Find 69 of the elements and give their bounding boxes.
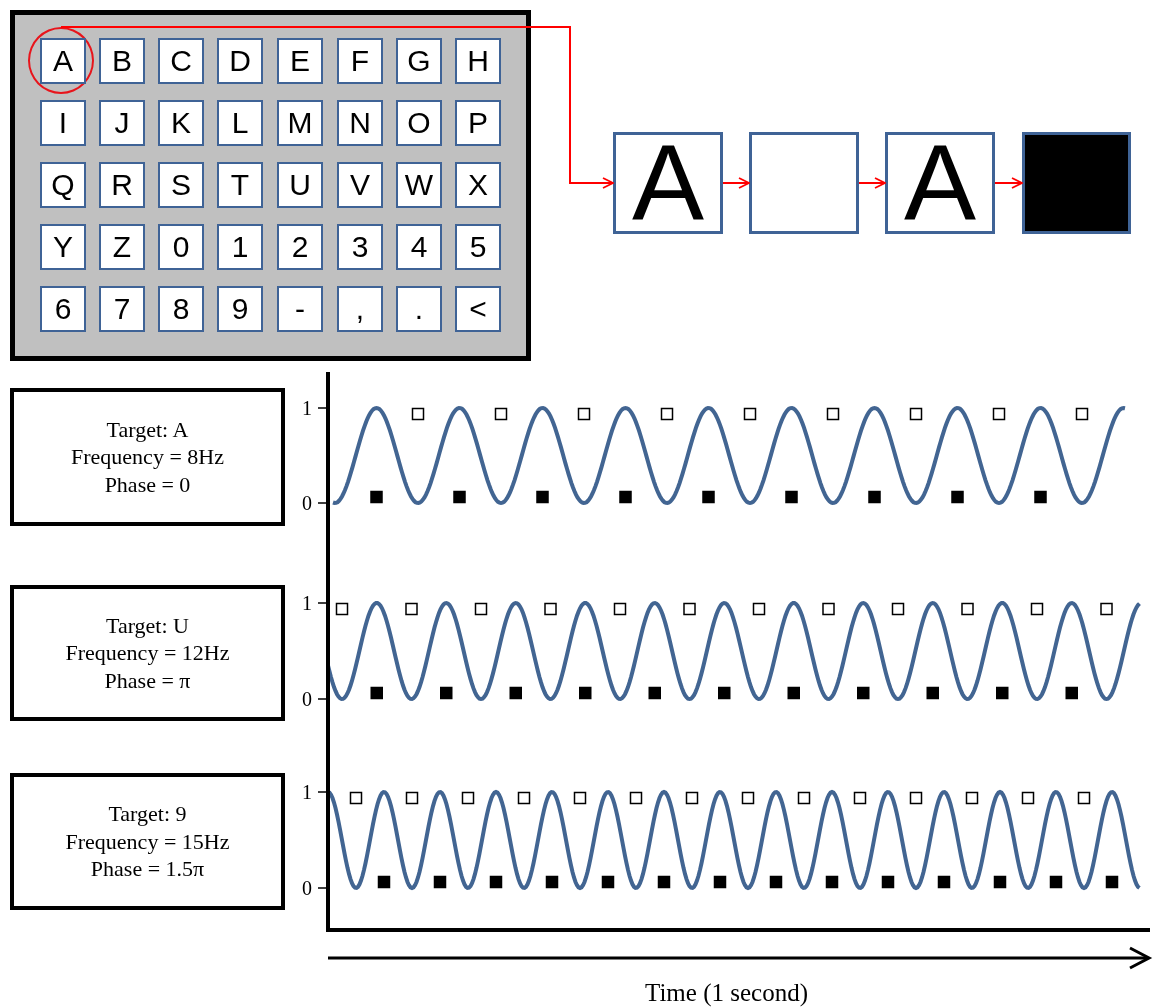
key-tile: , bbox=[337, 286, 383, 332]
key-tile: 5 bbox=[455, 224, 501, 270]
info-text: Frequency = 15Hz bbox=[65, 827, 230, 856]
key-tile: Y bbox=[40, 224, 86, 270]
key-tile: Q bbox=[40, 162, 86, 208]
key-tile: E bbox=[277, 38, 323, 84]
key-tile: G bbox=[396, 38, 442, 84]
key-tile: 6 bbox=[40, 286, 86, 332]
key-tile: 4 bbox=[396, 224, 442, 270]
key-tile: 7 bbox=[99, 286, 145, 332]
tick-label: 0 bbox=[302, 689, 312, 709]
info-text: Phase = π bbox=[104, 666, 191, 695]
axis-title: Time (1 second) bbox=[645, 980, 808, 1005]
arrow bbox=[722, 177, 750, 189]
tick-label: 0 bbox=[302, 878, 312, 898]
stimulus-box: A bbox=[613, 132, 723, 234]
key-tile: 8 bbox=[158, 286, 204, 332]
key-tile: A bbox=[40, 38, 86, 84]
info-text: Frequency = 12Hz bbox=[65, 639, 230, 667]
key-tile: H bbox=[455, 38, 501, 84]
arrow bbox=[60, 26, 614, 189]
tick-label: 0 bbox=[302, 493, 312, 513]
tick-label: 1 bbox=[302, 593, 312, 613]
key-tile: J bbox=[99, 100, 145, 146]
key-tile: I bbox=[40, 100, 86, 146]
info-text: Phase = 0 bbox=[104, 470, 191, 499]
key-tile: . bbox=[396, 286, 442, 332]
blank-box bbox=[749, 132, 859, 234]
tick-label: 1 bbox=[302, 782, 312, 802]
key-tile: 3 bbox=[337, 224, 383, 270]
key-tile: C bbox=[158, 38, 204, 84]
key-tile: O bbox=[396, 100, 442, 146]
info-text: Target: A bbox=[106, 415, 189, 444]
info-text: Frequency = 8Hz bbox=[71, 443, 224, 471]
key-tile: N bbox=[337, 100, 383, 146]
key-tile: P bbox=[455, 100, 501, 146]
flash-box bbox=[1022, 132, 1131, 234]
tick-label: 1 bbox=[302, 398, 312, 418]
key-tile: F bbox=[337, 38, 383, 84]
key-tile: T bbox=[217, 162, 263, 208]
key-tile: X bbox=[455, 162, 501, 208]
key-tile: 9 bbox=[217, 286, 263, 332]
target-info-box bbox=[10, 585, 285, 721]
keyboard-panel bbox=[10, 10, 531, 361]
key-tile: S bbox=[158, 162, 204, 208]
target-info-box bbox=[10, 773, 285, 910]
arrow bbox=[858, 177, 886, 189]
target-info-box bbox=[10, 388, 285, 526]
info-text: Target: U bbox=[106, 611, 189, 640]
key-tile: D bbox=[217, 38, 263, 84]
key-tile: V bbox=[337, 162, 383, 208]
stimulus-box: A bbox=[885, 132, 995, 234]
key-tile: - bbox=[277, 286, 323, 332]
key-tile: R bbox=[99, 162, 145, 208]
key-tile: K bbox=[158, 100, 204, 146]
key-tile: 1 bbox=[217, 224, 263, 270]
selection-circle bbox=[28, 27, 94, 94]
key-tile: W bbox=[396, 162, 442, 208]
key-tile: L bbox=[217, 100, 263, 146]
key-tile: B bbox=[99, 38, 145, 84]
key-tile: 2 bbox=[277, 224, 323, 270]
key-tile: U bbox=[277, 162, 323, 208]
key-tile: Z bbox=[99, 224, 145, 270]
info-text: Target: 9 bbox=[108, 800, 187, 828]
key-tile: M bbox=[277, 100, 323, 146]
key-tile: 0 bbox=[158, 224, 204, 270]
arrow bbox=[994, 177, 1023, 189]
info-text: Phase = 1.5π bbox=[90, 855, 205, 883]
key-tile: < bbox=[455, 286, 501, 332]
